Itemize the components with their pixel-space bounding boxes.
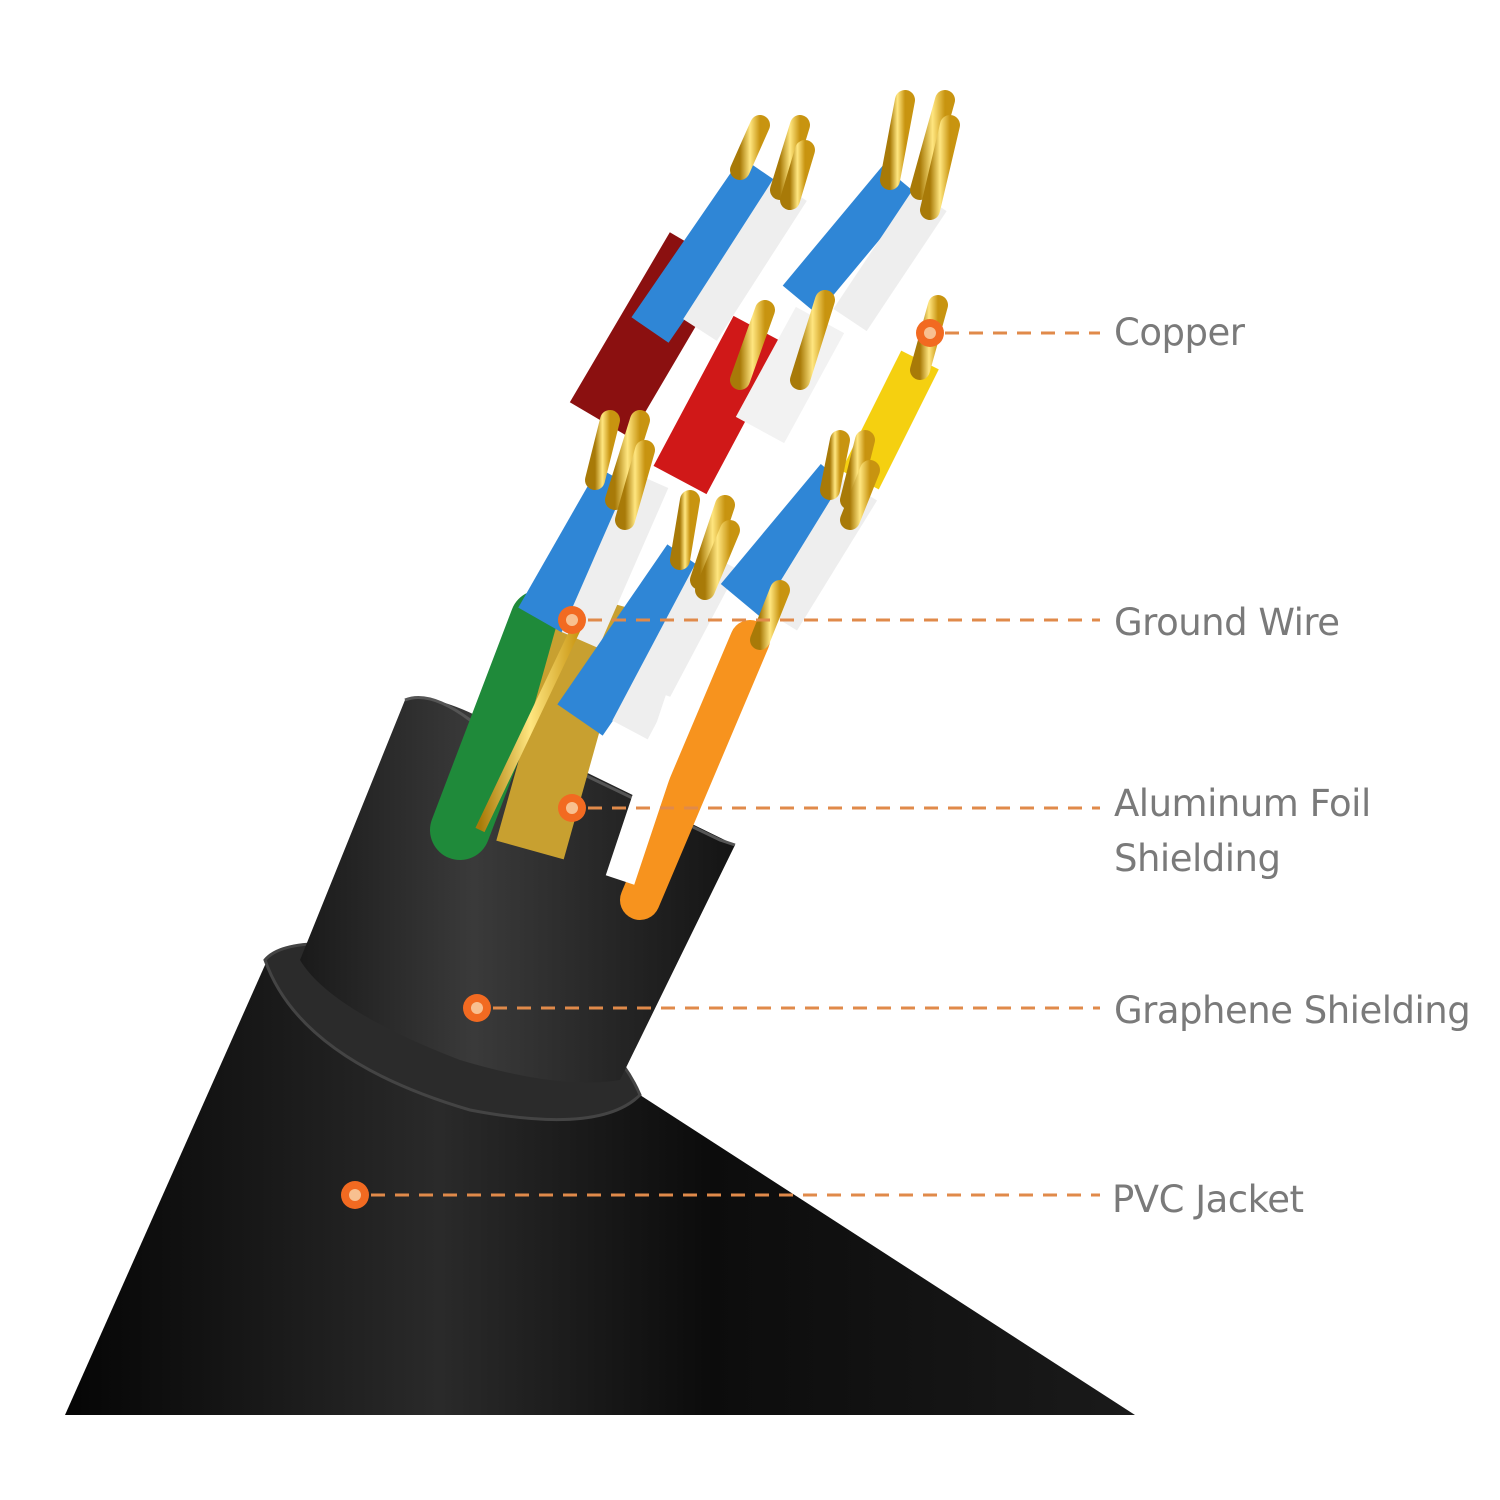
ground-wire-label: Ground Wire: [1114, 601, 1340, 644]
copper-dot: [916, 319, 944, 347]
leader-lines: [371, 331, 1100, 1197]
copper-label: Copper: [1114, 311, 1245, 354]
wire-bundle: [430, 90, 960, 920]
pvc-jacket-label: PVC Jacket: [1112, 1178, 1304, 1221]
aluminum-foil-label: Aluminum Foil: [1114, 782, 1371, 825]
graphene-dot: [463, 994, 491, 1022]
ground-wire-dot: [558, 606, 586, 634]
aluminum-foil-label-line2: Shielding: [1114, 837, 1281, 880]
callout-dots: [341, 319, 944, 1209]
pvc-dot: [341, 1181, 369, 1209]
graphene-label: Graphene Shielding: [1114, 989, 1471, 1032]
aluminum-foil-dot: [558, 794, 586, 822]
